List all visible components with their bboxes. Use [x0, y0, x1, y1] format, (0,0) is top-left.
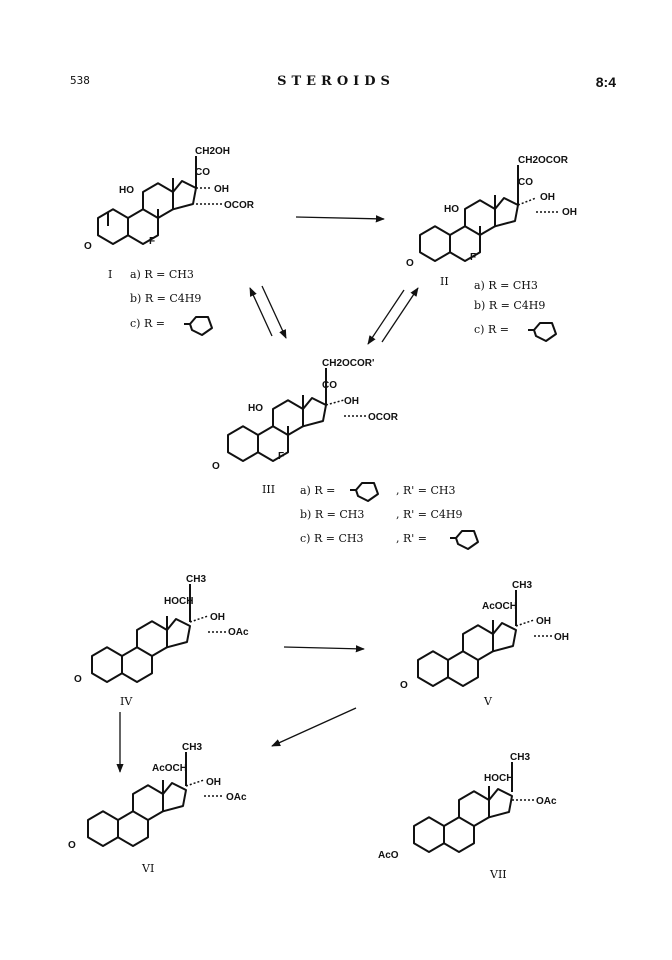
- compound-II: CH2OCOR CO HO OH OH F O II a) R = CH3 b)…: [406, 155, 577, 342]
- compound-IV-group-CH3: CH3: [186, 574, 206, 585]
- compound-VII-group-HOCH: HOCH: [484, 773, 513, 784]
- arrow-IV-to-V: [283, 645, 365, 653]
- compound-VII: CH3 HOCH OAc AcO VII: [378, 752, 557, 881]
- page-number: 538: [70, 74, 90, 87]
- compound-V-label: V: [483, 695, 493, 708]
- compound-II-group-CH2OCOR: CH2OCOR: [518, 155, 569, 166]
- compound-II-group-OH-1: OH: [540, 192, 555, 203]
- compound-IV-label: IV: [120, 695, 133, 708]
- compound-I-group-F: F: [149, 236, 155, 247]
- compound-V: CH3 AcOCH OH OH O V: [400, 580, 569, 708]
- compound-II-sub-b: b) R = C4H9: [474, 299, 545, 312]
- compound-III-sub-a-cyclopentyl: [349, 482, 379, 502]
- compound-II-label: II: [440, 275, 449, 288]
- compound-V-group-OH-2: OH: [554, 632, 569, 643]
- compound-I-group-CO: CO: [195, 167, 210, 178]
- compound-III-sub-c-R: c) R = CH3: [300, 532, 363, 545]
- compound-I-sub-a: a) R = CH3: [130, 268, 194, 281]
- arrow-II-to-III: [367, 289, 405, 345]
- compound-IV-group-OAc: OAc: [228, 627, 249, 638]
- compound-III-group-OH: OH: [344, 396, 359, 407]
- compound-V-group-OH-1: OH: [536, 616, 551, 627]
- compound-IV-group-OH: OH: [210, 612, 225, 623]
- compound-I-sub-c: c) R =: [130, 317, 165, 330]
- compound-II-group-F: F: [470, 252, 476, 263]
- compound-III-group-OCOR: OCOR: [368, 412, 399, 423]
- compound-IV-group-O: O: [74, 674, 82, 685]
- arrow-V-to-VI: [271, 707, 357, 747]
- compound-I-cyclopentyl-shape: [183, 316, 213, 336]
- compound-III-sub-b-Rprime: , R' = C4H9: [396, 508, 463, 521]
- compound-VI-group-CH3: CH3: [182, 742, 202, 753]
- compound-II-group-OH-2: OH: [562, 207, 577, 218]
- compound-V-group-CH3: CH3: [512, 580, 532, 591]
- compound-II-group-HO: HO: [444, 204, 459, 215]
- compound-VI: CH3 AcOCH OH OAc O VI: [68, 742, 247, 875]
- compound-VII-label: VII: [489, 868, 507, 881]
- compound-II-sub-c: c) R =: [474, 323, 509, 336]
- compound-III-group-O: O: [212, 461, 220, 472]
- compound-III-group-F: F: [278, 451, 284, 462]
- compound-IV-group-HOCH: HOCH: [164, 596, 193, 607]
- arrow-III-to-II: [381, 287, 419, 343]
- compound-III: CH2OCOR' CO HO OH OCOR F O III a) R = , …: [212, 358, 479, 550]
- compound-VI-group-O: O: [68, 840, 76, 851]
- compound-I-group-CH2OH: CH2OH: [195, 146, 230, 157]
- compound-V-group-O: O: [400, 680, 408, 691]
- compound-III-sub-b-R: b) R = CH3: [300, 508, 364, 521]
- compound-II-group-CO: CO: [518, 177, 533, 188]
- compound-VII-group-CH3: CH3: [510, 752, 530, 763]
- compound-II-group-O: O: [406, 258, 414, 269]
- compound-VI-group-OH: OH: [206, 777, 221, 788]
- compound-III-sub-a-R: a) R =: [300, 484, 335, 497]
- compound-VI-group-OAc: OAc: [226, 792, 247, 803]
- compound-IV: CH3 HOCH OH OAc O IV: [74, 574, 249, 708]
- compound-III-group-CH2OCOR-prime: CH2OCOR': [322, 358, 374, 369]
- running-title: STEROIDS: [277, 74, 395, 89]
- compound-III-sub-c-cyclopentyl: [449, 530, 479, 550]
- compound-III-group-CO: CO: [322, 380, 337, 391]
- compound-I-sub-b: b) R = C4H9: [130, 292, 201, 305]
- compound-III-sub-a-Rprime: , R' = CH3: [396, 484, 456, 497]
- compound-VI-label: VI: [141, 862, 154, 875]
- arrow-I-to-II: [295, 215, 385, 223]
- compound-I: CH2OH CO HO OH OCOR F O I a) R = CH3 b) …: [84, 146, 255, 336]
- compound-II-cyclopentyl-shape: [527, 322, 557, 342]
- compound-I-group-HO: HO: [119, 185, 134, 196]
- compound-VI-group-AcOCH: AcOCH: [152, 763, 187, 774]
- compound-V-group-AcOCH: AcOCH: [482, 601, 517, 612]
- compound-III-group-HO: HO: [248, 403, 263, 414]
- compound-I-group-O: O: [84, 241, 92, 252]
- compound-III-sub-c-Rprime: , R' =: [396, 532, 427, 545]
- compound-VII-group-AcO: AcO: [378, 850, 399, 861]
- compound-VII-group-OAc: OAc: [536, 796, 557, 807]
- compound-III-label: III: [262, 483, 275, 496]
- compound-I-label: I: [108, 268, 112, 281]
- section-number: 8:4: [595, 74, 616, 90]
- arrow-III-to-I: [249, 287, 273, 337]
- arrow-I-to-III: [261, 285, 287, 339]
- compound-II-sub-a: a) R = CH3: [474, 279, 538, 292]
- compound-I-group-OH: OH: [214, 184, 229, 195]
- compound-I-group-OCOR: OCOR: [224, 200, 255, 211]
